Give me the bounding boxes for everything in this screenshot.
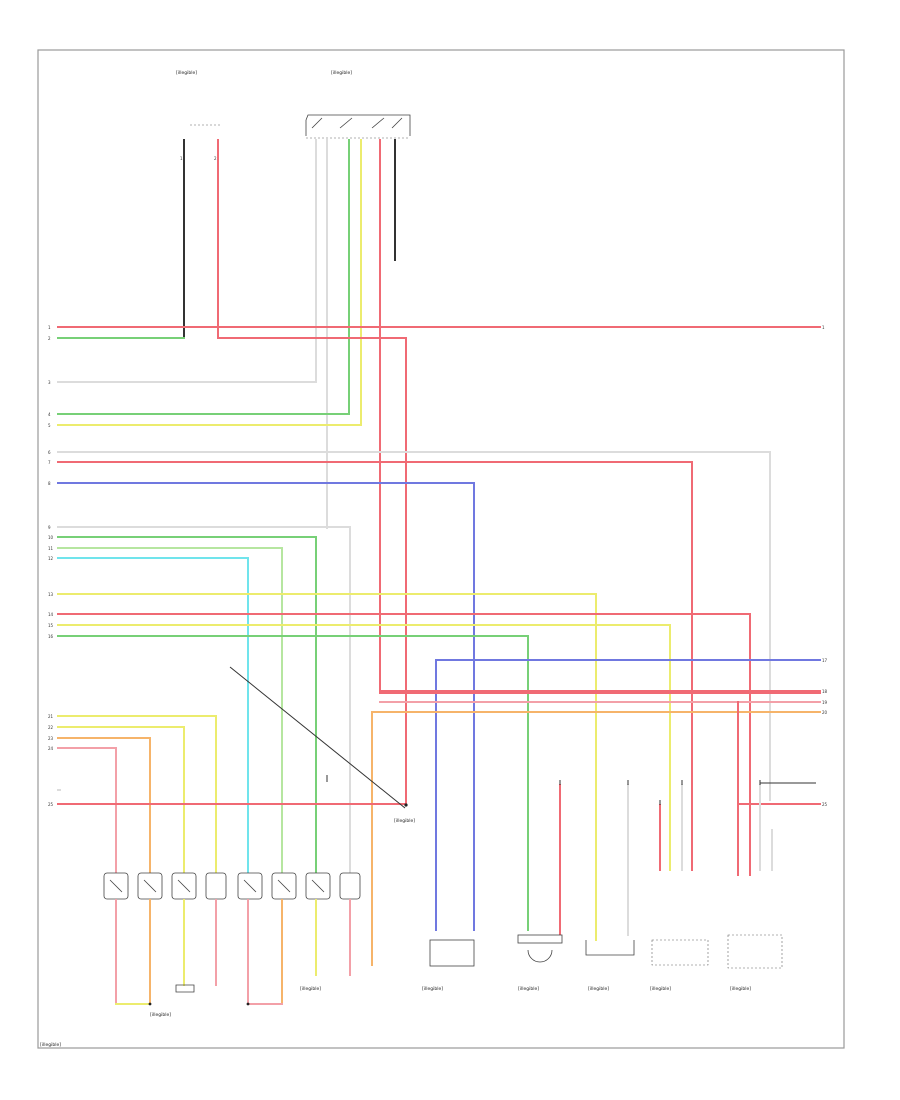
ground-splice: [illegible] [326,775,415,824]
bottom-leftmost-group-label: [illegible] [150,1012,171,1018]
top-component-right: [illegible] [305,70,411,139]
svg-text:3: 3 [48,380,51,385]
svg-text:16: 16 [48,634,54,639]
bottom-group-4-label: [illegible] [518,986,539,992]
svg-text:11: 11 [48,546,54,551]
short-stubs [559,780,773,936]
bottom-group-3-label: [illegible] [422,986,443,992]
bottom-left-lower-wires: [illegible] [illegible] [115,899,351,1018]
svg-text:1: 1 [48,325,51,330]
svg-text:6: 6 [48,450,51,455]
top-left-component-label: [illegible] [176,70,197,76]
top-component-left: [illegible] 1 2 [176,70,222,161]
svg-text:5: 5 [48,423,51,428]
svg-text:21: 21 [48,714,54,719]
bus-wires: 1 1 2 3 4 5 6 7 8 9 10 11 [48,325,828,966]
ground-label: [illegible] [394,818,415,824]
svg-text:1: 1 [180,156,183,161]
svg-text:9: 9 [48,525,51,530]
svg-text:23: 23 [48,736,54,741]
figure-id: [illegible] [40,1042,61,1048]
svg-text:1: 1 [822,325,825,330]
svg-text:7: 7 [48,460,51,465]
svg-text:12: 12 [48,556,54,561]
svg-text:4: 4 [48,412,51,417]
bottom-group-7-label: [illegible] [730,986,751,992]
svg-text:17: 17 [822,658,828,663]
svg-text:15: 15 [48,623,54,628]
top-right-component-label: [illegible] [331,70,352,76]
svg-text:8: 8 [48,481,51,486]
bottom-center-group-label: [illegible] [300,986,321,992]
top-wires [183,139,396,691]
svg-text:25: 25 [48,802,54,807]
bottom-group-6-label: [illegible] [650,986,671,992]
svg-text:14: 14 [48,612,54,617]
svg-text:24: 24 [48,746,54,751]
svg-text:25: 25 [822,802,828,807]
svg-text:22: 22 [48,725,54,730]
svg-text:2: 2 [48,336,51,341]
svg-text:18: 18 [822,689,828,694]
svg-text:2: 2 [214,156,217,161]
svg-text:13: 13 [48,592,54,597]
svg-text:10: 10 [48,535,54,540]
bottom-group-5-label: [illegible] [588,986,609,992]
svg-text:19: 19 [822,700,828,705]
bottom-right-components: [illegible] [illegible] [illegible] [ill… [422,934,783,992]
svg-text:20: 20 [822,710,828,715]
